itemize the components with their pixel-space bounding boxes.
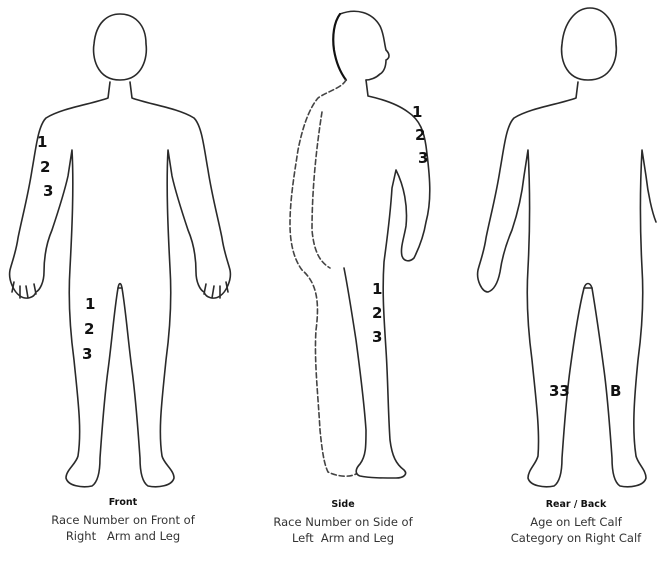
front-desc-line1: Race Number on Front of — [20, 512, 226, 529]
side-desc-line1: Race Number on Side of — [253, 514, 433, 531]
front-leg-mark-3: 3 — [82, 347, 92, 362]
rear-right-calf-mark: B — [610, 384, 621, 399]
side-caption: Side Race Number on Side of Left Arm and… — [253, 498, 433, 547]
side-leg-mark-3: 3 — [372, 330, 382, 345]
front-arm-mark-1: 1 — [37, 135, 47, 150]
side-desc-line2: Left Arm and Leg — [253, 530, 433, 547]
front-leg-mark-2: 2 — [84, 322, 94, 337]
side-arm-mark-3: 3 — [418, 151, 428, 166]
front-leg-mark-1: 1 — [85, 297, 95, 312]
side-leg-mark-1: 1 — [372, 282, 382, 297]
front-arm-mark-3: 3 — [43, 184, 53, 199]
rear-title: Rear / Back — [495, 498, 657, 512]
rear-left-calf-mark: 33 — [549, 384, 570, 399]
side-leg-mark-2: 2 — [372, 306, 382, 321]
side-title: Side — [253, 498, 433, 512]
front-title: Front — [20, 496, 226, 510]
side-arm-mark-2: 2 — [415, 128, 425, 143]
rear-desc-line1: Age on Left Calf — [495, 514, 657, 531]
front-arm-mark-2: 2 — [40, 160, 50, 175]
front-caption: Front Race Number on Front of Right Arm … — [20, 496, 226, 545]
rear-desc-line2: Category on Right Calf — [495, 530, 657, 547]
front-desc-line2: Right Arm and Leg — [20, 528, 226, 545]
rear-caption: Rear / Back Age on Left Calf Category on… — [495, 498, 657, 547]
side-arm-mark-1: 1 — [412, 105, 422, 120]
